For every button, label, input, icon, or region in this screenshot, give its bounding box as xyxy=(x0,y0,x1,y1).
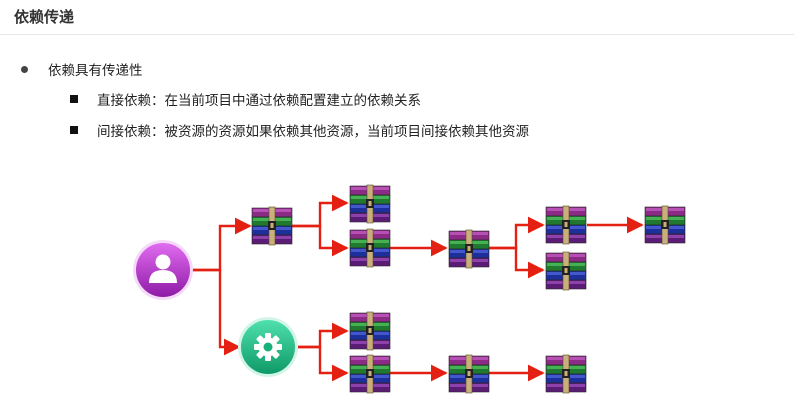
archive-package-icon xyxy=(448,354,490,394)
dependency-arrows xyxy=(190,194,644,382)
archive-package-icon xyxy=(545,251,587,291)
archive-package-icon xyxy=(545,354,587,394)
slide-title: 依赖传递 xyxy=(14,8,75,26)
sub-bullet-indirect: 间接依赖：被资源的资源如果依赖其他资源，当前项目间接依赖其他资源 xyxy=(97,124,529,140)
bullet-dot-icon xyxy=(21,66,28,73)
dependency-arrow xyxy=(489,216,545,250)
user-project-node xyxy=(133,240,193,300)
package-nodes xyxy=(251,184,686,394)
title-divider xyxy=(0,34,794,35)
dependency-arrow xyxy=(292,194,349,228)
dependency-arrow xyxy=(292,224,349,257)
dependency-arrow xyxy=(298,345,349,382)
user-icon xyxy=(149,254,177,283)
sub-bullet-square-icon xyxy=(70,126,78,134)
dependency-arrow xyxy=(489,246,545,279)
archive-package-icon xyxy=(251,206,293,246)
sub-bullet-direct: 直接依赖：在当前项目中通过依赖配置建立的依赖关系 xyxy=(97,93,421,109)
dependency-arrow xyxy=(190,217,252,272)
bullet-text: 依赖具有传递性 xyxy=(48,63,143,79)
gear-icon xyxy=(254,333,282,361)
gear-project-node xyxy=(238,317,298,377)
archive-package-icon xyxy=(349,184,391,224)
sub-bullet-square-icon xyxy=(70,95,78,103)
dependency-arrow xyxy=(298,322,349,349)
archive-package-icon xyxy=(644,205,686,245)
archive-package-icon xyxy=(349,354,391,394)
archive-package-icon xyxy=(349,228,391,268)
archive-package-icon xyxy=(448,229,490,269)
dependency-arrow xyxy=(190,268,241,356)
archive-package-icon xyxy=(349,311,391,351)
archive-package-icon xyxy=(545,205,587,245)
